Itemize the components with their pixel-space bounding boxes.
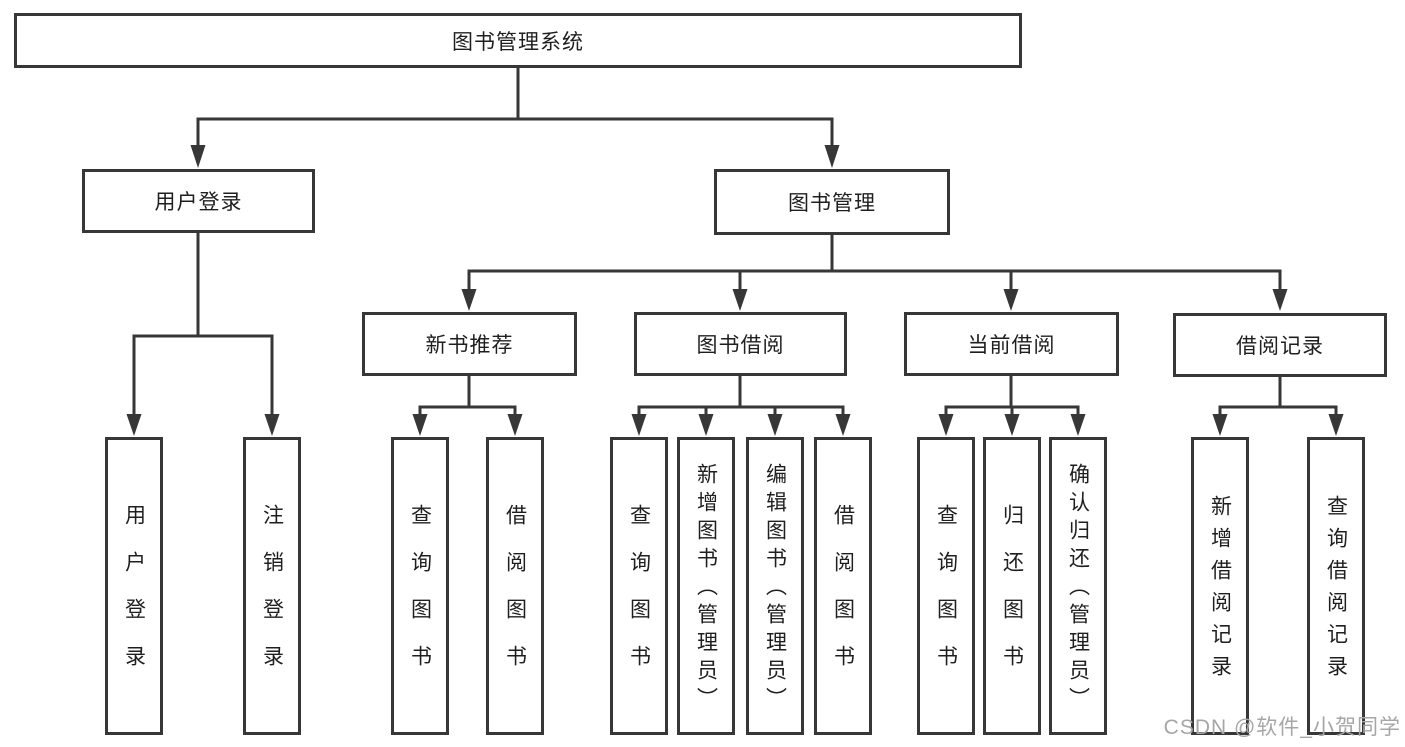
node-book-borrowing: 图书借阅 [634,312,847,376]
node-book-management: 图书管理 [714,169,950,235]
leaf-return-books-label: 归还图书 [1000,504,1024,692]
leaf-edit-books-admin: 编辑图书（管理员） [746,437,804,735]
leaf-borrow-books-borrowing: 借阅图书 [814,437,872,735]
leaf-query-borrow-record: 查询借阅记录 [1307,437,1365,735]
leaf-add-books-admin-label: 新增图书（管理员） [694,463,718,715]
arrowheads [126,145,1344,436]
leaf-query-books-recommend: 查询图书 [391,437,449,735]
node-user-login: 用户登录 [82,169,315,233]
leaf-query-books-current-label: 查询图书 [934,504,958,692]
leaf-query-books-recommend-label: 查询图书 [408,504,432,692]
leaf-add-borrow-record: 新增借阅记录 [1191,437,1249,735]
leaf-return-books: 归还图书 [983,437,1041,735]
leaf-add-books-admin: 新增图书（管理员） [677,437,735,735]
node-borrowing-records: 借阅记录 [1173,313,1387,377]
node-root: 图书管理系统 [14,13,1022,68]
node-new-book-recommendation: 新书推荐 [362,312,577,376]
leaf-logout-login-label: 注销登录 [260,504,284,692]
node-current-borrowing: 当前借阅 [904,312,1119,376]
leaf-confirm-return-admin: 确认归还（管理员） [1049,437,1107,735]
leaf-user-login-label: 用户登录 [122,504,146,692]
leaf-borrow-books-recommend-label: 借阅图书 [503,504,527,692]
csdn-watermark: CSDN @软件_小贺同学 [1163,716,1401,739]
leaf-borrow-books-recommend: 借阅图书 [486,437,544,735]
leaf-add-borrow-record-label: 新增借阅记录 [1208,495,1232,687]
leaf-confirm-return-admin-label: 确认归还（管理员） [1066,463,1090,715]
leaf-query-books-current: 查询图书 [917,437,975,735]
leaf-logout-login: 注销登录 [243,437,301,735]
leaf-query-books-borrowing-label: 查询图书 [627,504,651,692]
leaf-query-books-borrowing: 查询图书 [610,437,668,735]
leaf-user-login: 用户登录 [105,437,163,735]
leaf-borrow-books-borrowing-label: 借阅图书 [831,504,855,692]
leaf-query-borrow-record-label: 查询借阅记录 [1324,495,1348,687]
leaf-edit-books-admin-label: 编辑图书（管理员） [763,463,787,715]
